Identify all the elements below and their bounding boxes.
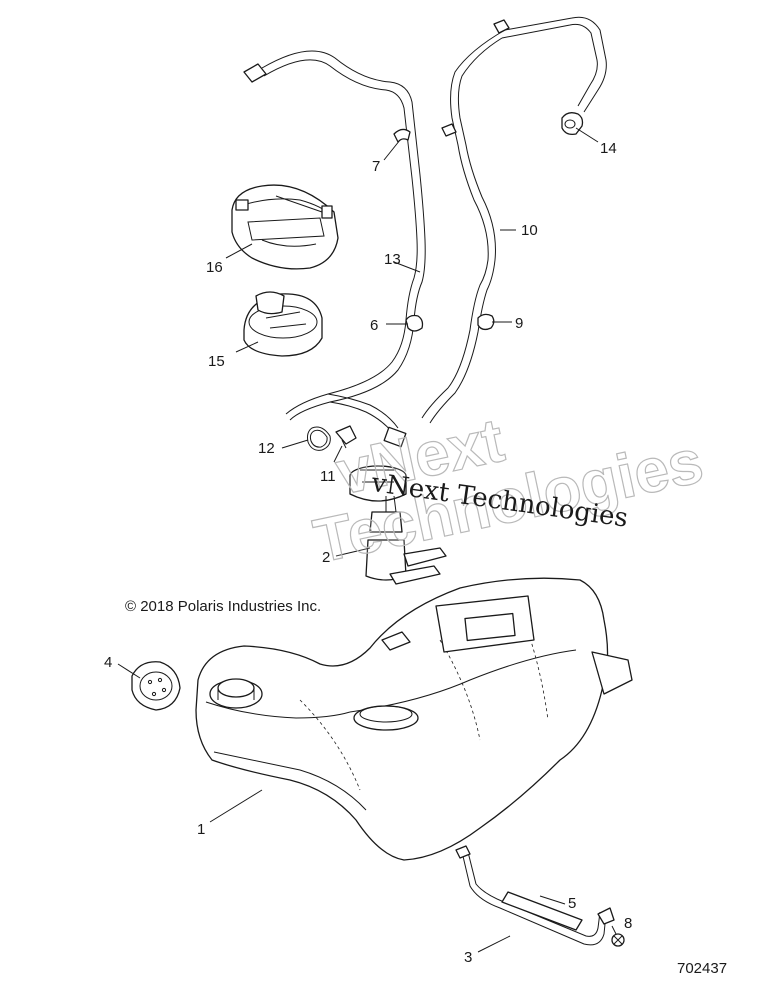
callout-11: 11 xyxy=(320,468,336,485)
callout-15: 15 xyxy=(208,353,225,370)
callout-5: 5 xyxy=(568,895,576,912)
clip-11 xyxy=(335,425,357,449)
callout-12: 12 xyxy=(258,440,275,457)
callout-6: 6 xyxy=(370,317,378,334)
vent-hose-10 xyxy=(421,16,607,424)
clip-7 xyxy=(393,128,411,143)
callout-1: 1 xyxy=(197,821,205,838)
leader-lines xyxy=(117,127,617,953)
callout-2: 2 xyxy=(322,549,330,566)
fuel-pump-2 xyxy=(349,465,447,585)
hose-clip-top xyxy=(441,19,510,137)
callout-14: 14 xyxy=(600,140,617,157)
strap-3 xyxy=(455,845,615,946)
callout-numbers: 1 2 3 4 5 6 7 8 9 10 11 12 13 14 15 16 xyxy=(104,140,632,966)
hose-end-fitting xyxy=(243,63,407,448)
copyright-notice: © 2018 Polaris Industries Inc. xyxy=(125,598,322,615)
clamp-ring-12 xyxy=(307,426,331,451)
clamp-6 xyxy=(405,314,424,332)
fuel-cap-cover-16 xyxy=(231,184,339,270)
callout-10: 10 xyxy=(521,222,538,239)
document-number: 702437 xyxy=(677,960,728,977)
callout-13: 13 xyxy=(384,251,401,268)
callout-3: 3 xyxy=(464,949,472,966)
pad-5 xyxy=(501,891,583,931)
callout-8: 8 xyxy=(624,915,632,932)
vent-hose-13 xyxy=(261,50,426,433)
callout-7: 7 xyxy=(372,158,380,175)
fuel-cap-4 xyxy=(131,661,181,711)
fuel-tank-1 xyxy=(195,577,633,861)
callout-9: 9 xyxy=(515,315,523,332)
callout-4: 4 xyxy=(104,654,112,671)
fuel-cap-15 xyxy=(243,291,323,357)
clamp-9 xyxy=(477,313,495,331)
bolt-8 xyxy=(611,933,625,947)
callout-16: 16 xyxy=(206,259,223,276)
clamp-14 xyxy=(561,112,584,136)
